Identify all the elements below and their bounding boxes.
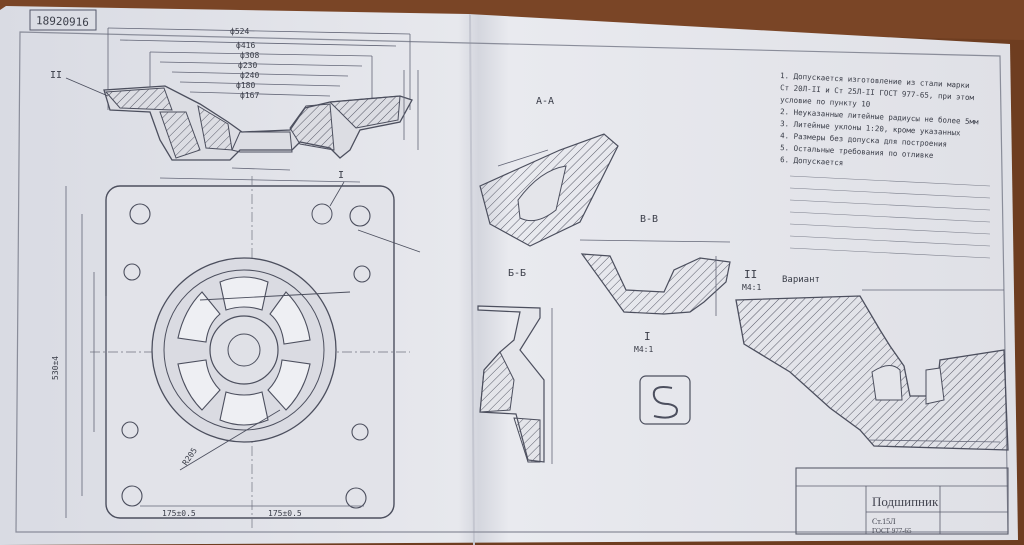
detail-ii-marker: II <box>50 70 62 81</box>
detail-i-scale: М4:1 <box>634 345 653 354</box>
section-a-a: А-А <box>479 96 619 247</box>
top-section-view: ф524 ф416 ф308 ф230 ф240 ф180 ф167 II <box>50 27 419 183</box>
section-bb-label: Б-Б <box>508 268 526 279</box>
detail-ii-title: Вариант <box>782 275 820 285</box>
note-8: 6. Допускается <box>780 155 844 167</box>
doc-number: 18920916 <box>36 14 89 29</box>
detail-i: I М4:1 <box>634 330 691 425</box>
title-block-name: Подшипник <box>872 494 939 509</box>
detail-ii: II М4:1 Вариант <box>735 268 1009 451</box>
section-v-v: В-В <box>579 214 731 316</box>
dim-d7: ф167 <box>240 91 259 100</box>
detail-i-label: I <box>644 330 651 343</box>
detail-ii-label: II <box>744 268 757 281</box>
dim-d6: ф180 <box>236 81 255 90</box>
detail-i-marker: I <box>338 170 344 181</box>
dim-d5: ф240 <box>240 71 259 80</box>
doc-number-box: 18920916 <box>29 9 97 31</box>
material-line-1: Ст.15Л <box>872 517 896 526</box>
plan-view: R205 175±0.5 175±0.5 530±4 I <box>51 170 421 528</box>
dim-d2: ф416 <box>236 41 255 50</box>
dim-width-right: 175±0.5 <box>268 509 302 518</box>
detail-ii-scale: М4:1 <box>742 283 761 292</box>
section-aa-label: А-А <box>536 96 554 107</box>
section-vv-label: В-В <box>640 214 658 225</box>
title-block: Подшипник Ст.15Л ГОСТ 977-65 <box>795 467 1009 535</box>
dim-d1: ф524 <box>230 27 249 36</box>
dim-d3: ф308 <box>240 51 259 60</box>
material-line-2: ГОСТ 977-65 <box>872 527 912 535</box>
dim-height-total: 530±4 <box>51 356 60 380</box>
dim-width-left: 175±0.5 <box>162 509 196 518</box>
section-b-b: Б-Б <box>477 268 553 464</box>
dim-d4: ф230 <box>238 61 257 70</box>
